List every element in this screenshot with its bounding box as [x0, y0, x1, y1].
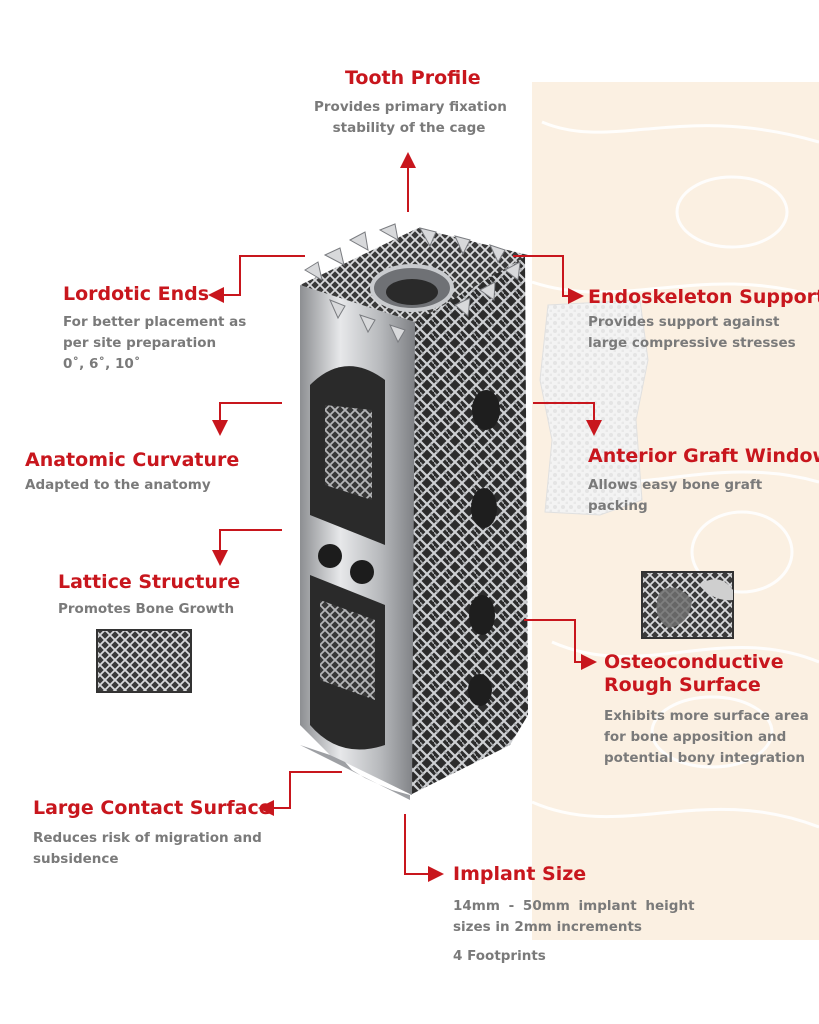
lattice-sample-image: [96, 629, 192, 693]
desc-line: Promotes Bone Growth: [58, 601, 235, 617]
desc-line: stability of the cage: [332, 120, 486, 136]
implant-cage: [300, 223, 528, 800]
tooth-profile-desc: Provides primary fixation stability of t…: [314, 97, 507, 139]
endoskeleton-support-title: Endoskeleton Support: [588, 286, 819, 308]
desc-line: Allows easy bone graft: [588, 477, 763, 493]
implant-size-title: Implant Size: [453, 863, 587, 885]
tooth-profile-title: Tooth Profile: [345, 67, 481, 89]
osteoconductive-title-line2: Rough Surface: [604, 674, 761, 696]
anatomic-curvature-title: Anatomic Curvature: [25, 449, 240, 471]
desc-line: Provides primary fixation: [314, 99, 507, 115]
desc-line: Adapted to the anatomy: [25, 477, 211, 493]
desc-line: Provides support against: [588, 314, 780, 330]
large-contact-surface-desc: Reduces risk of migration and subsidence: [33, 828, 262, 870]
desc-line: sizes in 2mm increments: [453, 919, 642, 935]
desc-line: Reduces risk of migration and: [33, 830, 262, 846]
anterior-graft-window-title: Anterior Graft Window: [588, 445, 819, 467]
desc-line: Exhibits more surface area: [604, 708, 809, 724]
osteoconductive-title-line1: Osteoconductive: [604, 651, 784, 673]
rough-surface-sample-image: [641, 571, 734, 639]
implant-size-footprints: 4 Footprints: [453, 948, 546, 964]
desc-line: For better placement as: [63, 314, 247, 330]
desc-line: 0˚, 6˚, 10˚: [63, 356, 141, 372]
endoskeleton-support-desc: Provides support against large compressi…: [588, 312, 796, 354]
desc-line: large compressive stresses: [588, 335, 796, 351]
osteoconductive-desc: Exhibits more surface area for bone appo…: [604, 706, 809, 769]
lattice-structure-desc: Promotes Bone Growth: [58, 599, 234, 620]
desc-line: per site preparation: [63, 335, 217, 351]
large-contact-surface-title: Large Contact Surface: [33, 797, 272, 819]
desc-line: for bone apposition and: [604, 729, 787, 745]
lordotic-ends-desc: For better placement as per site prepara…: [63, 312, 246, 375]
anterior-graft-window-desc: Allows easy bone graft packing: [588, 475, 774, 517]
lattice-structure-title: Lattice Structure: [58, 571, 241, 593]
lordotic-ends-title: Lordotic Ends: [63, 283, 210, 305]
desc-line: 14mm - 50mm implant height: [453, 898, 695, 914]
implant-size-desc: 14mm - 50mm implant height sizes in 2mm …: [453, 896, 695, 938]
desc-line: potential bony integration: [604, 750, 805, 766]
desc-line: subsidence: [33, 851, 119, 867]
anatomic-curvature-desc: Adapted to the anatomy: [25, 475, 211, 496]
desc-line: packing: [588, 498, 648, 514]
